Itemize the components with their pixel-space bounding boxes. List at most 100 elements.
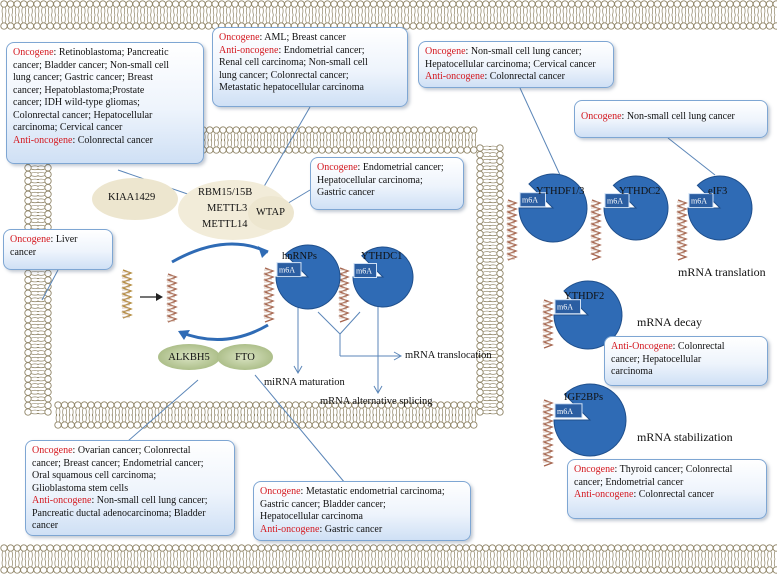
- lipid-tail: [704, 14, 706, 24]
- lipid-tail: [482, 323, 492, 326]
- lipid-head: [496, 395, 504, 403]
- lipid-head: [24, 164, 32, 172]
- lipid-tail: [529, 14, 532, 24]
- lipid-head: [206, 146, 214, 154]
- lipid-tail: [737, 558, 739, 568]
- lipid-tail: [441, 413, 444, 423]
- lipid-tail: [179, 14, 182, 24]
- lipid-head: [765, 566, 774, 574]
- lipid-tail: [358, 14, 360, 24]
- lipid-tail: [336, 138, 338, 148]
- lipid-tail: [516, 550, 518, 560]
- lipid-tail: [470, 14, 472, 24]
- lipid-tail: [631, 550, 634, 560]
- lipid-head: [46, 566, 54, 574]
- lipid-tail: [447, 14, 449, 24]
- lipid-tail: [770, 6, 772, 16]
- lipid-tail: [598, 6, 601, 16]
- lipid-tail: [358, 6, 360, 16]
- lipid-head: [54, 421, 62, 429]
- lipid-tail: [209, 14, 211, 24]
- lipid-head: [44, 355, 52, 363]
- lipid-head: [291, 421, 300, 429]
- m6a-tag: [688, 193, 714, 209]
- lipid-head: [482, 22, 490, 30]
- lipid-tail: [186, 550, 188, 560]
- lipid-tail: [31, 6, 33, 16]
- reader-protein: m6A: [275, 244, 341, 310]
- lipid-head: [739, 22, 747, 30]
- lipid-tail: [214, 413, 216, 423]
- lipid-head: [410, 126, 419, 134]
- lipid-tail: [482, 267, 492, 270]
- lipid-tail: [232, 550, 235, 560]
- disease-line: Anti-oncogene: Non-small cell lung cance…: [32, 495, 228, 508]
- lipid-tail: [176, 550, 178, 560]
- lipid-tail: [36, 330, 46, 332]
- disease-line: Oncogene: Ovarian cancer; Colonrectal: [32, 445, 228, 458]
- lipid-tail: [404, 14, 406, 24]
- lipid-tail: [36, 393, 46, 395]
- disease-line: cancer: [32, 520, 228, 533]
- rna-strand: [166, 273, 178, 323]
- lipid-head: [765, 544, 774, 552]
- lipid-tail: [645, 550, 647, 560]
- lipid-head: [476, 362, 484, 370]
- lipid-tail: [482, 307, 492, 309]
- lipid-head: [232, 146, 240, 154]
- lipid-tail: [503, 6, 505, 16]
- lipid-head: [423, 126, 432, 134]
- lipid-tail: [169, 558, 172, 568]
- reader-protein: m6A: [553, 383, 627, 457]
- lipid-tail: [321, 550, 324, 560]
- lipid-tail: [381, 558, 383, 568]
- lipid-tail: [414, 558, 416, 568]
- lipid-tail: [36, 383, 46, 385]
- lipid-tail: [417, 550, 419, 560]
- lipid-head: [746, 0, 754, 8]
- lipid-tail: [240, 138, 242, 148]
- lipid-tail: [499, 550, 502, 560]
- lipid-head: [112, 544, 120, 552]
- gene-role-label: Oncogene: [10, 234, 51, 245]
- lipid-tail: [354, 558, 357, 568]
- lipid-head: [219, 126, 227, 134]
- lipid-tail: [44, 558, 46, 568]
- lipid-tail: [615, 558, 617, 568]
- lipid-tail: [90, 558, 93, 568]
- lipid-tail: [233, 413, 236, 423]
- lipid-tail: [14, 550, 17, 560]
- lipid-head: [739, 0, 747, 8]
- disease-text: : Gastric cancer: [319, 523, 383, 535]
- lipid-tail: [282, 550, 284, 560]
- lipid-head: [13, 544, 21, 552]
- lipid-tail: [143, 6, 145, 16]
- hnrnps-label: hnRNPs: [282, 251, 318, 262]
- lipid-tail: [202, 558, 205, 568]
- lipid-head: [231, 0, 239, 8]
- lipid-tail: [529, 558, 532, 568]
- lipid-tail: [296, 413, 298, 423]
- lipid-tail: [482, 393, 492, 395]
- lipid-tail: [354, 6, 357, 16]
- gene-role-label: Oncogene: [260, 486, 301, 497]
- ythdc2-label: YTHDC2: [619, 186, 661, 197]
- lipid-tail: [420, 14, 423, 24]
- lipid-tail: [57, 558, 60, 568]
- lipid-head: [265, 421, 273, 429]
- lipid-head: [390, 421, 399, 429]
- disease-text: Colonrectal cancer; Hepatocellular: [13, 109, 153, 121]
- lipid-head: [86, 544, 94, 552]
- lipid-head: [501, 544, 510, 552]
- lipid-tail: [381, 14, 383, 24]
- lipid-tail: [329, 138, 331, 148]
- lipid-head: [277, 544, 285, 552]
- lipid-head: [476, 315, 484, 324]
- lipid-head: [270, 0, 279, 8]
- lipid-tail: [54, 558, 56, 568]
- lipid-tail: [36, 211, 46, 214]
- lipid-tail: [730, 6, 733, 16]
- lipid-head: [383, 566, 391, 574]
- lipid-head: [496, 190, 504, 198]
- lipid-tail: [34, 6, 37, 16]
